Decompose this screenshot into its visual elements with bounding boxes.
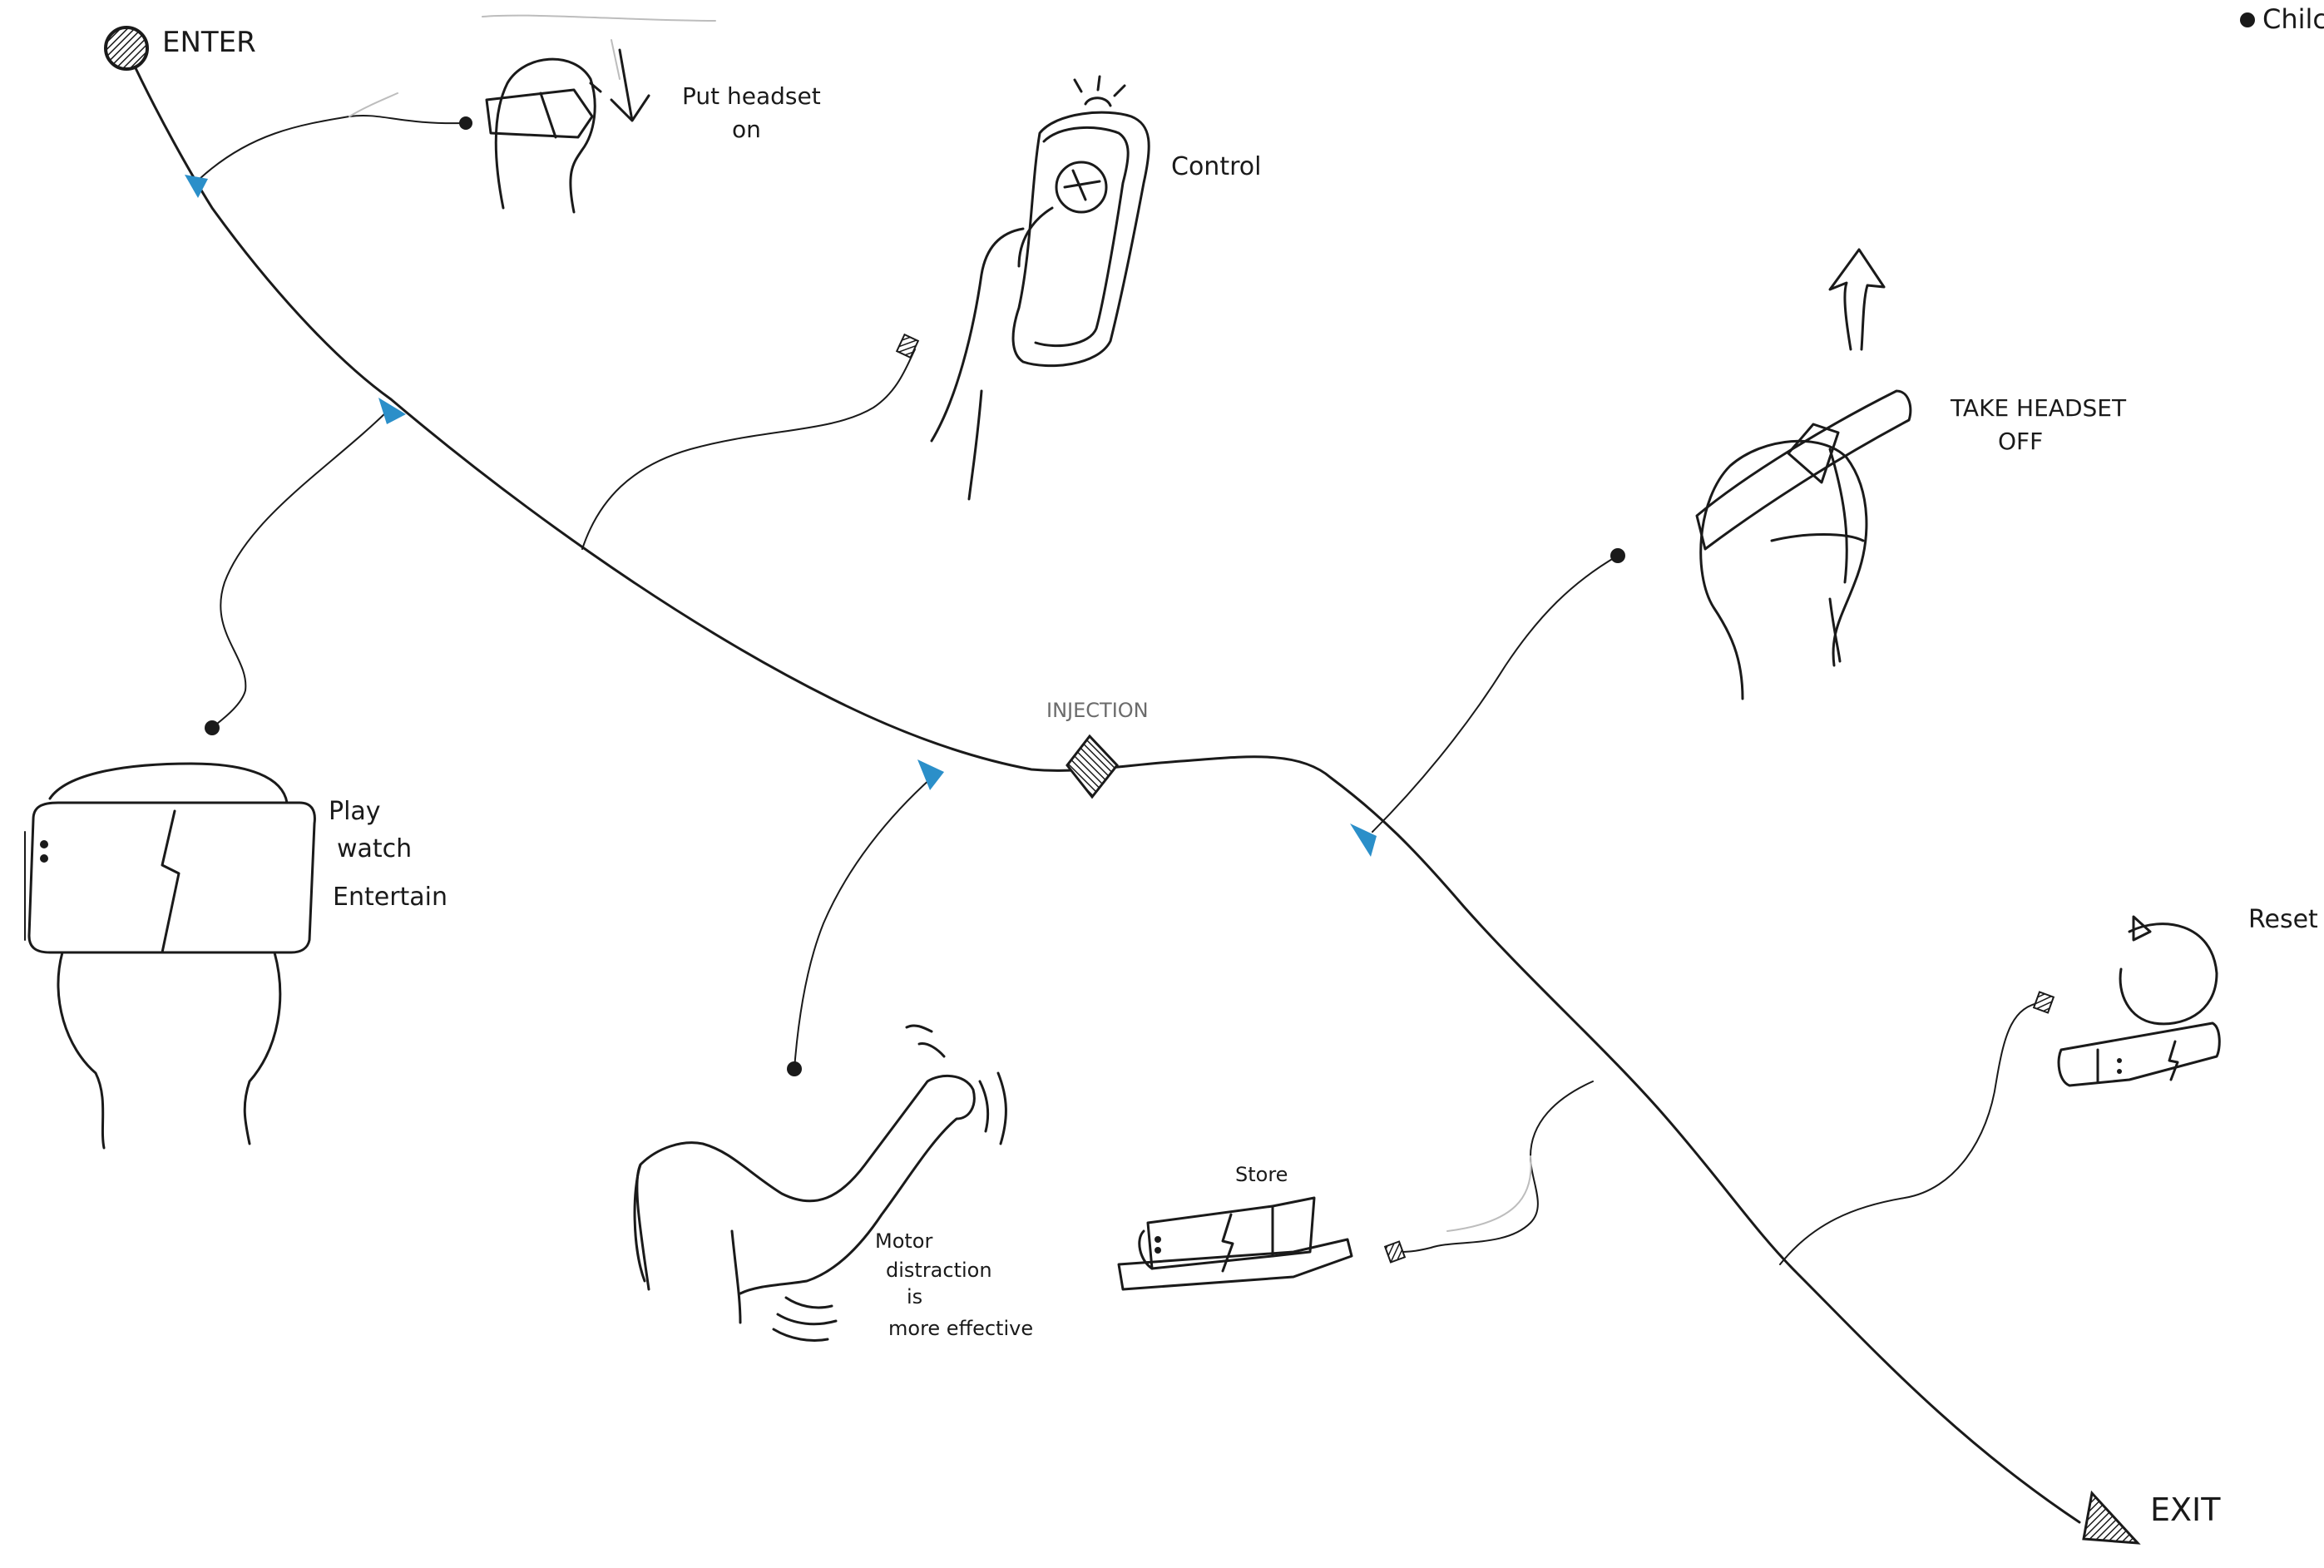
play-watch-line-2: watch [337,834,412,863]
branch-store [1397,1081,1593,1252]
take-headset-off-line-1: TAKE HEADSET [1950,394,2127,422]
junction-marker-4 [1350,824,1377,857]
play-watch-line-1: Play [329,797,381,826]
take-headset-off-sketch [1697,250,1911,699]
exit-label: EXIT [2150,1491,2221,1528]
legend-label: Chilc [2262,3,2324,35]
put-headset-on-sketch [482,16,715,212]
exit-end-node [2084,1493,2138,1543]
endpoint-square-reset [2034,992,2054,1013]
motor-distraction-line-2: distraction [886,1259,992,1282]
legend-dot [2240,12,2255,27]
store-sketch [1119,1198,1352,1289]
put-headset-on-line-1: Put headset [682,82,821,110]
branch-put-headset-on [200,116,466,179]
endpoint-square-control [897,334,918,358]
control-label: Control [1171,152,1261,181]
injection-node [1067,736,1117,797]
endpoint-dot-take-off [1610,548,1625,563]
motor-distraction-label: Motor distraction is more effective [875,1229,1033,1340]
injection-label: INJECTION [1046,699,1149,722]
branch-reset [1780,1002,2042,1264]
junction-marker-3 [917,759,944,790]
branch-store-faint [1447,1156,1531,1231]
branch-put-headset-faint [349,93,398,116]
motor-distraction-line-1: Motor [875,1229,932,1253]
enter-label: ENTER [162,26,256,59]
endpoint-dot-headset [459,116,472,130]
enter-start-node [106,27,147,69]
control-sketch [932,77,1149,499]
motor-distraction-line-3: is [907,1285,922,1308]
branch-play-watch [212,408,391,728]
take-headset-off-label: TAKE HEADSET OFF [1950,394,2134,455]
put-headset-on-label: Put headset on [682,82,828,143]
reset-label: Reset [2248,905,2318,934]
branch-take-headset-off [1372,556,1618,832]
endpoint-dot-motor [787,1061,802,1076]
motor-distraction-sketch [635,1026,1006,1341]
motor-distraction-line-4: more effective [888,1317,1033,1340]
store-label: Store [1235,1163,1288,1186]
play-watch-sketch [25,764,314,1148]
play-watch-label: Play watch Entertain [329,797,447,912]
endpoint-dot-play [205,720,220,735]
play-watch-line-3: Entertain [333,883,447,912]
branch-control [582,349,915,549]
main-journey-line [129,54,2079,1522]
take-headset-off-line-2: OFF [1998,428,2043,455]
endpoint-square-store [1385,1242,1405,1263]
reset-sketch [2059,917,2219,1086]
put-headset-on-line-2: on [732,116,761,143]
